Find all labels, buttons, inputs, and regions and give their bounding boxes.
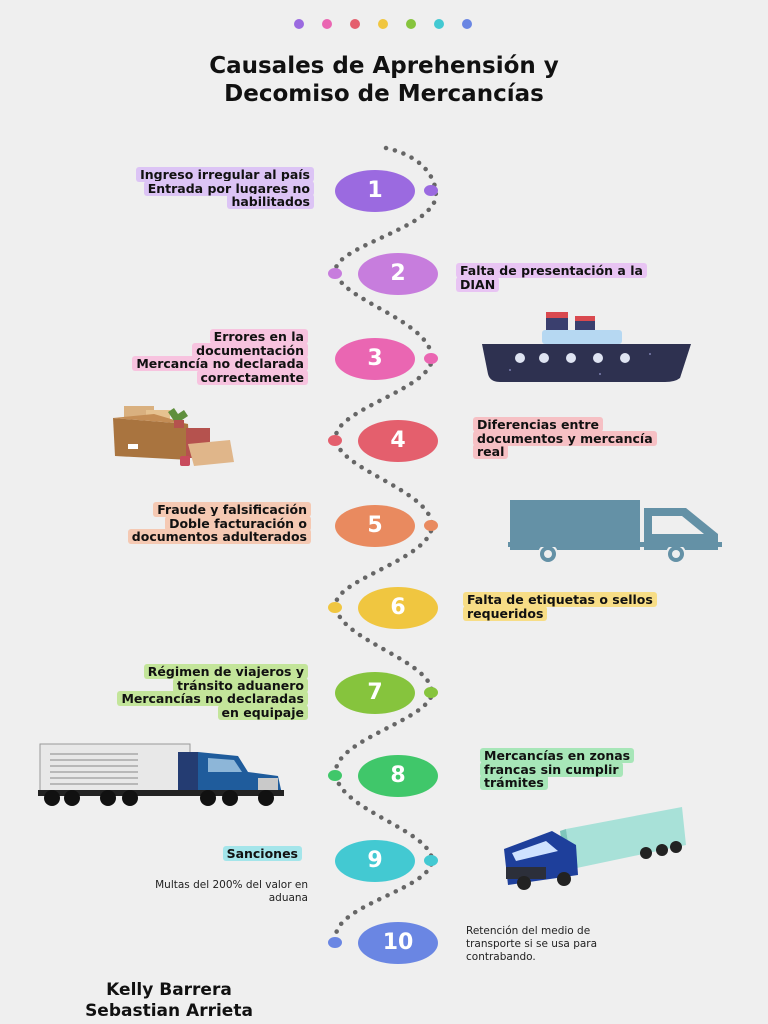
step-label-8: Mercancías en zonas francas sin cumplir …	[480, 748, 740, 790]
semi-truck-icon	[38, 743, 284, 806]
ship-icon	[482, 312, 691, 382]
dot	[462, 19, 472, 29]
step-label-5: Fraude y falsificación Doble facturación…	[51, 502, 311, 544]
step-label-9: Sanciones	[102, 846, 302, 861]
step-number-9: 9	[335, 840, 415, 882]
step-number-2: 2	[358, 253, 438, 295]
step-label-3: Errores en la documentación Mercancía no…	[48, 329, 308, 385]
page-title: Causales de Aprehensión y Decomiso de Me…	[0, 52, 768, 108]
step-label-4: Diferencias entre documentos y mercancía…	[473, 417, 743, 459]
node-4	[328, 435, 342, 446]
title-line-2: Decomiso de Mercancías	[224, 81, 544, 107]
step-number-10: 10	[358, 922, 438, 964]
step-number-7: 7	[335, 672, 415, 714]
node-1	[424, 185, 438, 196]
boxes-icon	[113, 406, 234, 466]
step-number-5: 5	[335, 505, 415, 547]
cargo-truck-icon	[504, 807, 686, 890]
node-5	[424, 520, 438, 531]
step-label-2: Falta de presentación a la DIAN	[456, 263, 726, 292]
step-note-9: Multas del 200% del valor en aduana	[155, 879, 308, 904]
step-number-6: 6	[358, 587, 438, 629]
step-label-1: Ingreso irregular al país Entrada por lu…	[54, 167, 314, 209]
author-1: Kelly Barrera	[106, 980, 232, 1000]
decorative-dots	[294, 19, 474, 29]
title-line-1: Causales de Aprehensión y	[209, 53, 559, 79]
author-2: Sebastian Arrieta	[85, 1001, 253, 1021]
step-number-4: 4	[358, 420, 438, 462]
node-3	[424, 353, 438, 364]
node-9	[424, 855, 438, 866]
node-2	[328, 268, 342, 279]
node-8	[328, 770, 342, 781]
truck-icon	[508, 500, 722, 564]
authors: Kelly Barrera Sebastian Arrieta	[44, 980, 294, 1022]
node-10	[328, 937, 342, 948]
step-label-6: Falta de etiquetas o sellos requeridos	[463, 592, 743, 621]
dot	[378, 19, 388, 29]
dot	[294, 19, 304, 29]
dot	[434, 19, 444, 29]
step-label-7: Régimen de viajeros y tránsito aduanero …	[28, 664, 308, 720]
dot	[406, 19, 416, 29]
step-number-1: 1	[335, 170, 415, 212]
step-number-3: 3	[335, 338, 415, 380]
node-7	[424, 687, 438, 698]
dot	[322, 19, 332, 29]
step-note-10: Retención del medio de transporte si se …	[466, 925, 598, 963]
node-6	[328, 602, 342, 613]
dot	[350, 19, 360, 29]
step-number-8: 8	[358, 755, 438, 797]
